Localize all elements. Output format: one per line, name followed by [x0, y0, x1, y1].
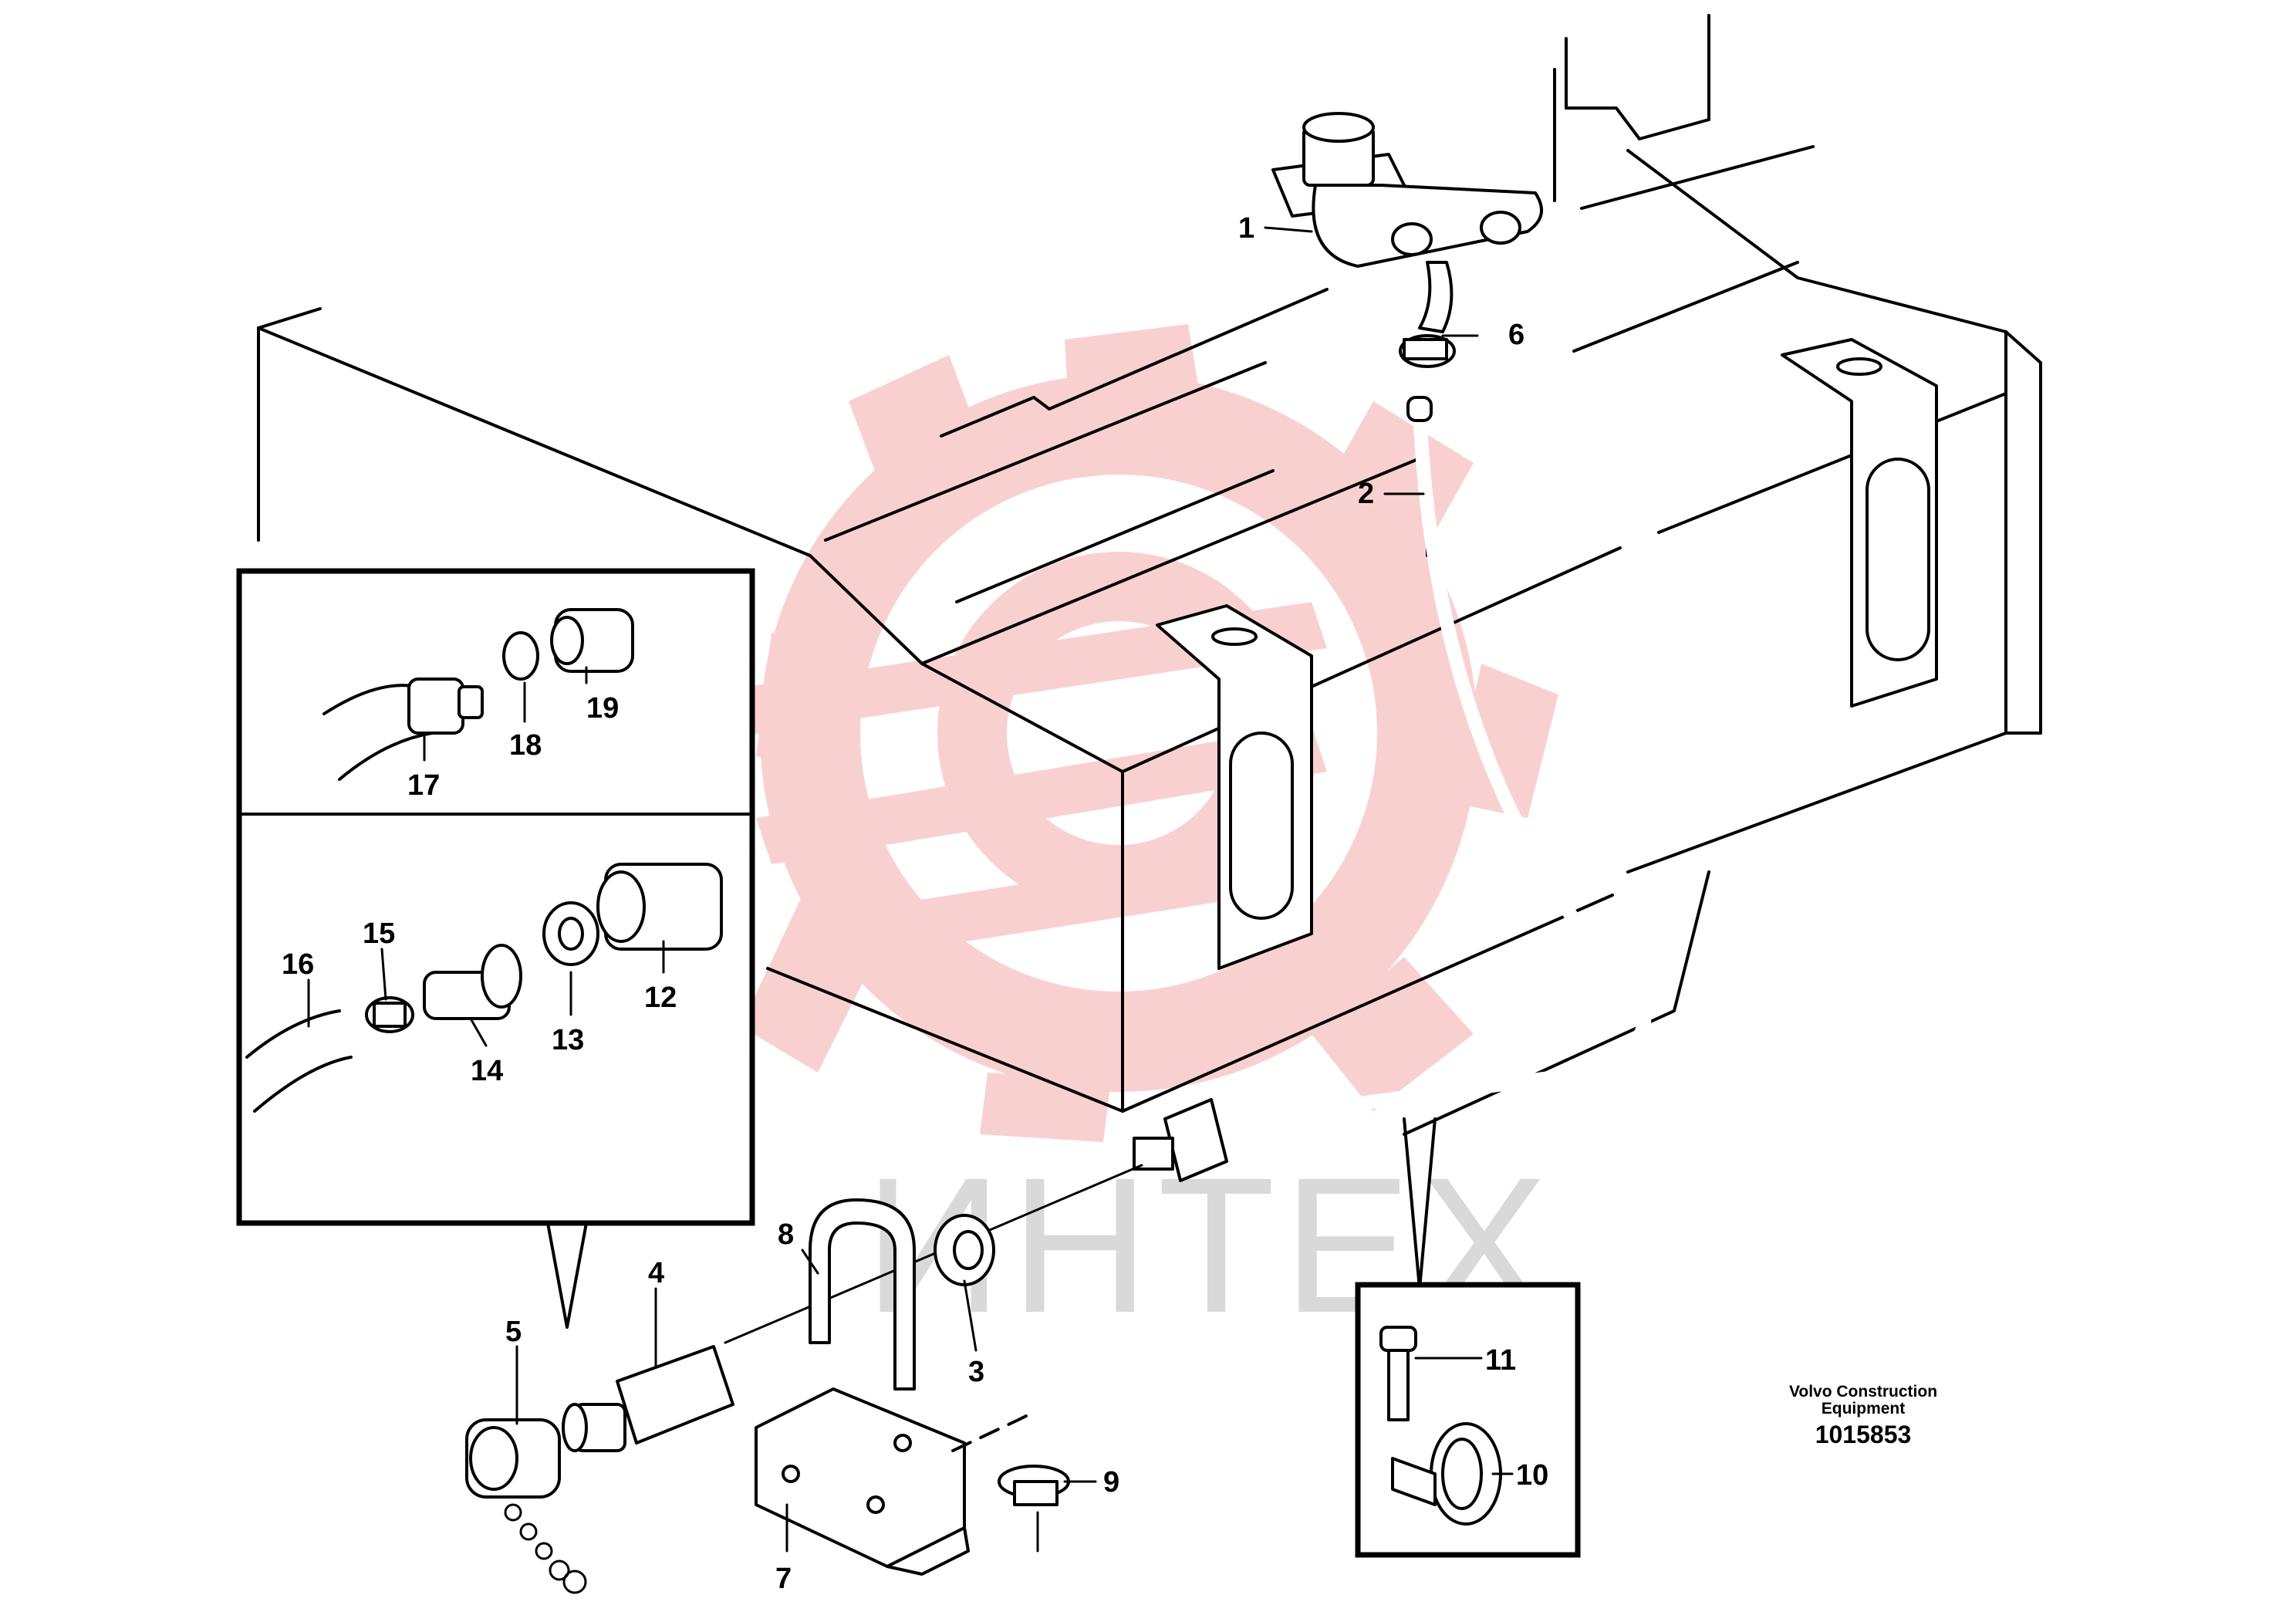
callout-1: 1 — [1238, 212, 1254, 245]
callout-5: 5 — [505, 1316, 522, 1348]
callout-11: 11 — [1485, 1344, 1516, 1377]
part-17-coupling-plug — [407, 678, 484, 735]
callout-9: 9 — [1103, 1466, 1119, 1499]
cap-chain — [504, 1503, 587, 1594]
fuel-tank — [257, 14, 2042, 1136]
part-8-u-bolt — [809, 1198, 916, 1391]
watermark-gear-logo — [694, 324, 1558, 1142]
callout-numbers: 1 2 3 4 5 6 7 8 9 10 11 12 13 14 15 16 1… — [282, 212, 1548, 1595]
drawing-caption: Volvo Construction Equipment 1015853 — [1789, 1383, 1937, 1448]
callout-10: 10 — [1516, 1459, 1548, 1492]
part-10-p-clamp — [1391, 1422, 1502, 1526]
callout-13: 13 — [552, 1024, 584, 1056]
callout-17: 17 — [407, 769, 440, 802]
caption-maker-line-2: Equipment — [1822, 1400, 1906, 1418]
callout-2: 2 — [1358, 478, 1374, 510]
part-12-coupling-socket — [596, 863, 723, 951]
callout-12: 12 — [644, 982, 677, 1014]
part-4-adapter — [562, 1345, 734, 1452]
hose-end-fitting — [724, 1098, 1228, 1344]
part-19-coupling-socket — [550, 608, 634, 673]
part-7-mounting-bracket — [755, 1387, 970, 1576]
leader-lines — [307, 226, 1514, 1553]
callout-18: 18 — [509, 729, 542, 762]
part-11-screw — [1379, 1326, 1417, 1421]
caption-maker-line-1: Volvo Construction — [1789, 1383, 1937, 1401]
part-5-dust-cap — [465, 1418, 587, 1594]
caption-drawing-number: 1015853 — [1815, 1421, 1912, 1448]
part-9-flange-nut — [951, 1411, 1070, 1553]
part-14-nipple — [423, 944, 522, 1020]
tank-mounting-bracket-right — [1781, 338, 1938, 708]
part-2-fuel-hose — [1181, 396, 1652, 1134]
callout-19: 19 — [586, 692, 619, 725]
part-15-hose-clamp — [365, 996, 414, 1033]
part-6-hose-clamp — [1399, 261, 1456, 368]
callout-8: 8 — [778, 1218, 794, 1251]
detail-inset-clamp — [1355, 1117, 1581, 1558]
part-1-filler-neck — [1271, 112, 1543, 268]
detail-inset-quick-couplings — [236, 568, 755, 1329]
part-16-hose — [245, 1009, 353, 1113]
callout-16: 16 — [282, 948, 314, 981]
callout-3: 3 — [968, 1356, 984, 1388]
part-3-washer — [934, 1214, 995, 1286]
part-18-seal-ring — [502, 631, 539, 681]
tank-mounting-bracket-left — [1156, 604, 1313, 970]
part-13-washer — [542, 901, 599, 966]
callout-7: 7 — [775, 1563, 792, 1595]
callout-14: 14 — [471, 1055, 503, 1087]
callout-4: 4 — [648, 1257, 664, 1289]
callout-15: 15 — [363, 917, 395, 950]
callout-6: 6 — [1508, 319, 1524, 351]
